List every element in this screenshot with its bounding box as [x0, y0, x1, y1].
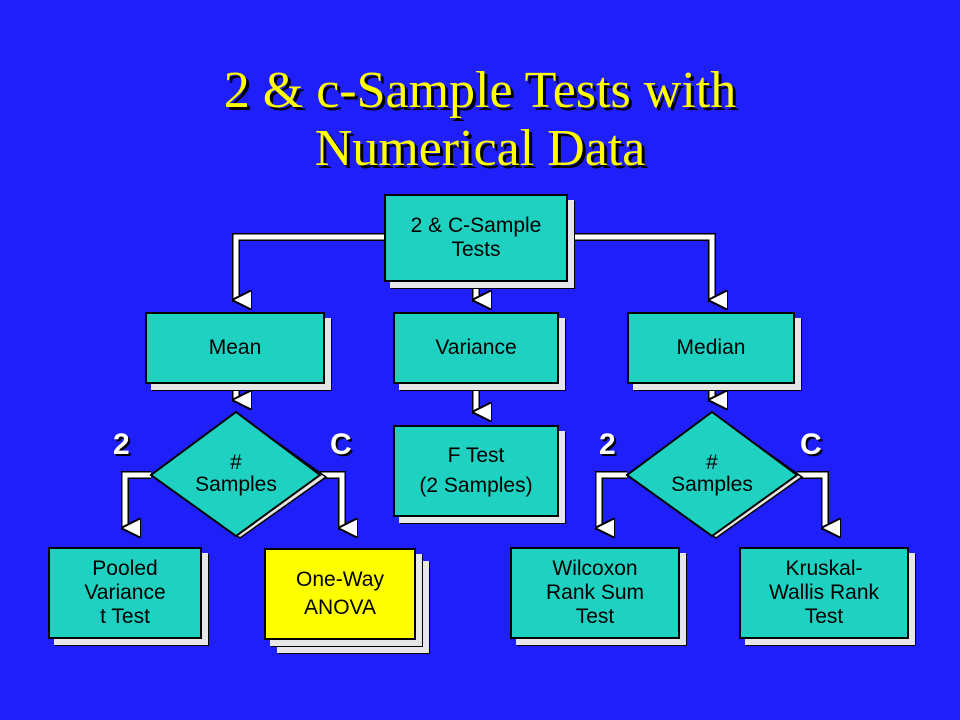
wire-samples-anova: [320, 472, 342, 528]
node-kruskal-line-1: Kruskal-: [785, 557, 863, 580]
wire-samples-pooled: [125, 472, 151, 528]
branch-label-right-c: C: [800, 428, 822, 461]
node-f-test-line-2: (2 Samples): [419, 474, 533, 497]
node-pooled-variance-t-test: Pooled Variance t Test: [48, 547, 202, 639]
node-f-test: F Test (2 Samples): [393, 425, 559, 517]
wire-samples-pooled-shadow: [121, 471, 151, 530]
node-mean: Mean: [145, 312, 325, 384]
node-wilcoxon-line-1: Wilcoxon: [552, 557, 638, 580]
node-pooled-line-3: t Test: [100, 605, 150, 628]
node-kruskal-wallis-rank-test: Kruskal- Wallis Rank Test: [739, 547, 909, 639]
node-wilcoxon-rank-sum-test: Wilcoxon Rank Sum Test: [510, 547, 680, 639]
wire-root-mean-shadow: [232, 233, 384, 302]
node-wilcoxon-line-3: Test: [575, 605, 615, 628]
node-one-way-anova: One-Way ANOVA: [264, 548, 416, 640]
node-median: Median: [627, 312, 795, 384]
node-f-test-line-1: F Test: [447, 444, 505, 467]
node-pooled-line-1: Pooled: [92, 557, 158, 580]
diamond-right-text: # Samples: [637, 452, 787, 496]
wire-samples-kruskal-shadow: [797, 471, 829, 530]
wire-root-median-shadow: [568, 233, 716, 302]
diamond-left-text: # Samples: [161, 452, 311, 496]
slide-title: 2 & c-Sample Tests with Numerical Data: [0, 62, 960, 178]
node-root-tests: 2 & C-Sample Tests: [384, 194, 568, 282]
wire-samples-wilcoxon-shadow: [595, 471, 627, 530]
decision-diamond-right: [625, 410, 804, 539]
node-wilcoxon-line-2: Rank Sum: [545, 581, 645, 604]
node-anova-line-2: ANOVA: [304, 596, 376, 619]
title-line-2: Numerical Data: [314, 120, 646, 177]
wire-samples-wilcoxon: [599, 472, 627, 528]
node-root-line-1: 2 & C-Sample: [410, 214, 542, 237]
node-kruskal-line-3: Test: [804, 605, 844, 628]
branch-label-left-c: C: [330, 428, 352, 461]
node-pooled-line-2: Variance: [84, 581, 166, 604]
diamond-right-line-1: #: [706, 451, 718, 474]
diamond-left-line-2: Samples: [195, 473, 277, 496]
branch-label-right-two: 2: [599, 428, 616, 461]
decision-diamond-left: [149, 410, 328, 539]
title-line-1: 2 & c-Sample Tests with: [223, 62, 737, 119]
branch-label-left-two: 2: [113, 428, 130, 461]
node-variance-label: Variance: [435, 336, 517, 359]
wire-root-mean: [236, 234, 384, 300]
node-variance: Variance: [393, 312, 559, 384]
diamond-right-line-2: Samples: [671, 473, 753, 496]
node-kruskal-line-2: Wallis Rank: [768, 581, 880, 604]
node-root-line-2: Tests: [451, 238, 501, 261]
wire-root-median: [568, 234, 712, 300]
diamond-left-line-1: #: [230, 451, 242, 474]
node-anova-line-1: One-Way: [296, 568, 384, 591]
node-mean-label: Mean: [208, 336, 262, 359]
wire-samples-kruskal: [797, 472, 825, 528]
node-median-label: Median: [676, 336, 746, 359]
wire-samples-anova-shadow: [320, 471, 346, 530]
